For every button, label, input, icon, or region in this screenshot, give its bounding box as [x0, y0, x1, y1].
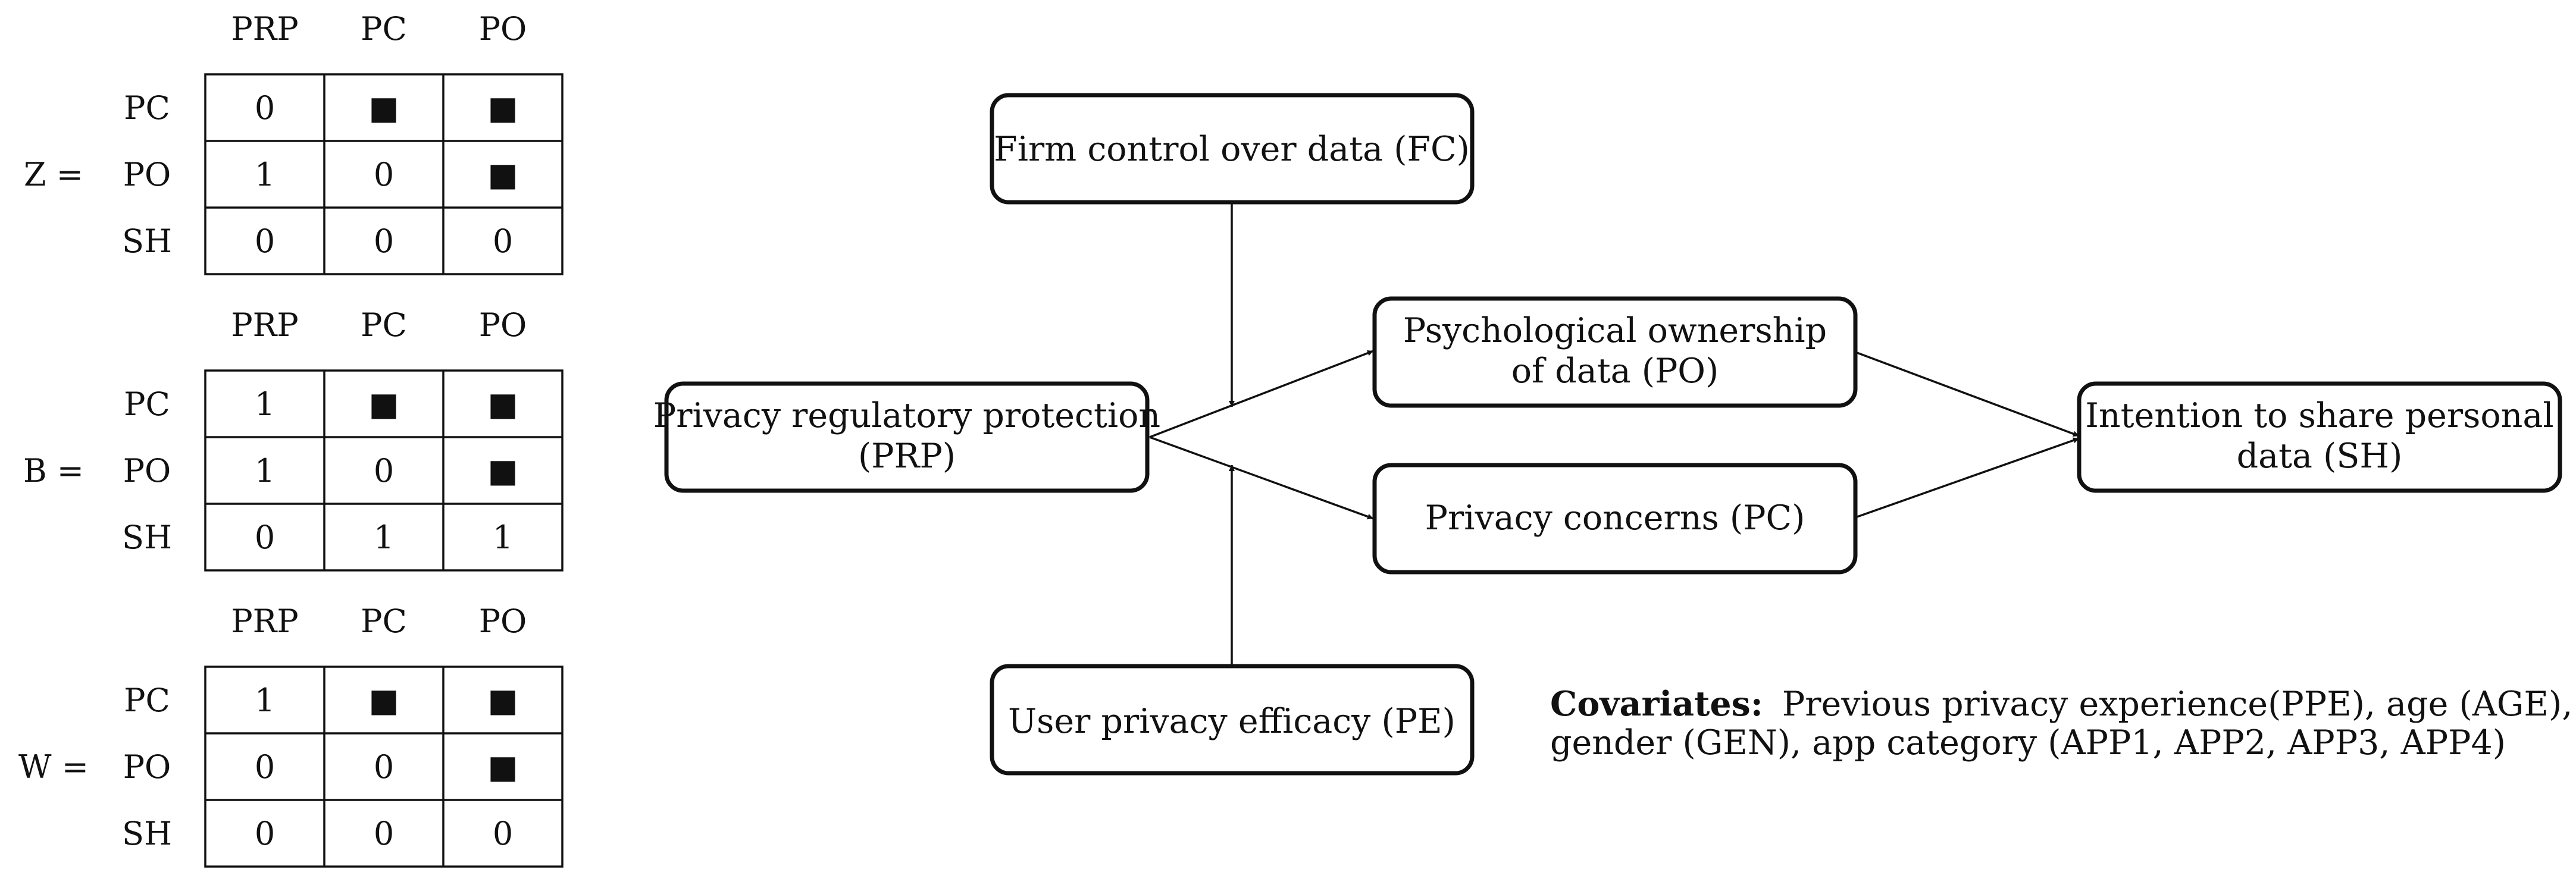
node-po-label-line1: Psychological ownership [1403, 311, 1827, 350]
matrix-row-header: PO [123, 748, 171, 786]
matrix-col-header: PO [479, 602, 527, 640]
covariates-line2: gender (GEN), app category (APP1, APP2, … [1550, 723, 2506, 762]
matrix-cell: 1 [255, 682, 275, 719]
covariates-line1-text: Previous privacy experience(PPE), age (A… [1782, 685, 2572, 724]
matrix-grid-border [204, 369, 564, 572]
matrix-cell: 1 [374, 519, 394, 556]
edge-po-to-sh [1855, 351, 2080, 437]
matrix-cell: 0 [374, 815, 394, 852]
covariates-note: Covariates: Previous privacy experience(… [1550, 684, 2572, 762]
matrix-2: PRP PC PO PC PO SH W = 1 ■ ■ 0 0 ■ 0 0 0 [18, 602, 564, 868]
matrix-col-header: PC [361, 602, 407, 640]
matrix-cell: 1 [493, 519, 513, 556]
matrix-cell: 0 [255, 748, 275, 786]
matrix-cell: 1 [255, 385, 275, 423]
node-pe: User privacy efficacy (PE) [990, 664, 1475, 776]
edge-prp-to-pc [1149, 436, 1374, 520]
matrix-cell: ■ [487, 385, 518, 423]
matrix-cell: 0 [374, 452, 394, 489]
matrix-cell: ■ [368, 385, 399, 423]
node-prp-label-line2: (PRP) [858, 437, 956, 476]
matrix-row-header: PC [124, 385, 170, 423]
matrix-1: PRP PC PO PC PO SH B = 1 ■ ■ 1 0 ■ 0 1 1 [23, 306, 564, 572]
node-fc-label: Firm control over data (FC) [994, 130, 1470, 169]
node-sh-label-line1: Intention to share personal [2085, 396, 2553, 435]
node-fc: Firm control over data (FC) [990, 93, 1475, 205]
matrix-col-header: PO [479, 306, 527, 344]
matrix-col-header: PC [361, 10, 407, 48]
matrix-col-header: PRP [231, 602, 298, 640]
node-pc-label: Privacy concerns (PC) [1425, 498, 1805, 538]
node-pc: Privacy concerns (PC) [1372, 463, 1858, 575]
matrix-cell: 1 [255, 156, 275, 193]
matrix-cell: 0 [493, 815, 513, 852]
matrix-cell: 0 [374, 156, 394, 193]
matrix-cell: ■ [487, 748, 518, 786]
edges-layer [1149, 202, 2080, 666]
matrix-name: B = [23, 452, 84, 489]
matrix-name: W = [18, 748, 89, 786]
matrix-row-header: SH [122, 519, 172, 556]
nodes-layer: Firm control over data (FC) Privacy regu… [653, 93, 2562, 776]
matrix-cell: ■ [487, 682, 518, 719]
edge-prp-to-po [1149, 350, 1374, 438]
matrix-cell: 0 [374, 748, 394, 786]
matrix-cell: 0 [255, 222, 275, 260]
node-sh-label-line2: data (SH) [2237, 437, 2403, 476]
node-po-label-line2: of data (PO) [1511, 352, 1719, 391]
node-pe-label: User privacy efficacy (PE) [1008, 702, 1456, 741]
matrix-cell: 0 [255, 89, 275, 127]
matrix-name: Z = [24, 156, 83, 193]
matrix-0: PRP PC PO PC PO SH Z = 0 ■ ■ 1 0 ■ 0 0 0 [24, 10, 564, 275]
covariates-label: Covariates: [1550, 684, 1763, 724]
matrix-cell: 0 [255, 519, 275, 556]
matrix-col-header: PO [479, 10, 527, 48]
covariates-line1: Covariates: Previous privacy experience(… [1550, 684, 2572, 724]
matrix-col-header: PC [361, 306, 407, 344]
node-prp-label-line1: Privacy regulatory protection [653, 396, 1160, 435]
matrix-grid-border [204, 73, 564, 275]
matrix-cell: ■ [368, 89, 399, 127]
matrix-row-header: PC [124, 682, 170, 719]
matrix-row-header: SH [122, 815, 172, 852]
matrix-cell: ■ [487, 452, 518, 489]
matrix-cell: 0 [255, 815, 275, 852]
matrix-cell: ■ [368, 682, 399, 719]
matrix-row-header: SH [122, 222, 172, 260]
matrix-col-header: PRP [231, 306, 298, 344]
node-prp: Privacy regulatory protection (PRP) [653, 381, 1160, 493]
matrix-row-header: PO [123, 156, 171, 193]
matrix-cell: 0 [374, 222, 394, 260]
matrix-cell: ■ [487, 156, 518, 193]
matrix-cell: ■ [487, 89, 518, 127]
matrix-grid-border [204, 666, 564, 868]
matrix-cell: 0 [493, 222, 513, 260]
matrix-row-header: PC [124, 89, 170, 127]
matrix-col-header: PRP [231, 10, 298, 48]
matrix-cell: 1 [255, 452, 275, 489]
node-sh: Intention to share personal data (SH) [2077, 381, 2562, 493]
node-po: Psychological ownership of data (PO) [1372, 296, 1858, 408]
edge-pc-to-sh [1855, 437, 2080, 519]
matrix-row-header: PO [123, 452, 171, 489]
